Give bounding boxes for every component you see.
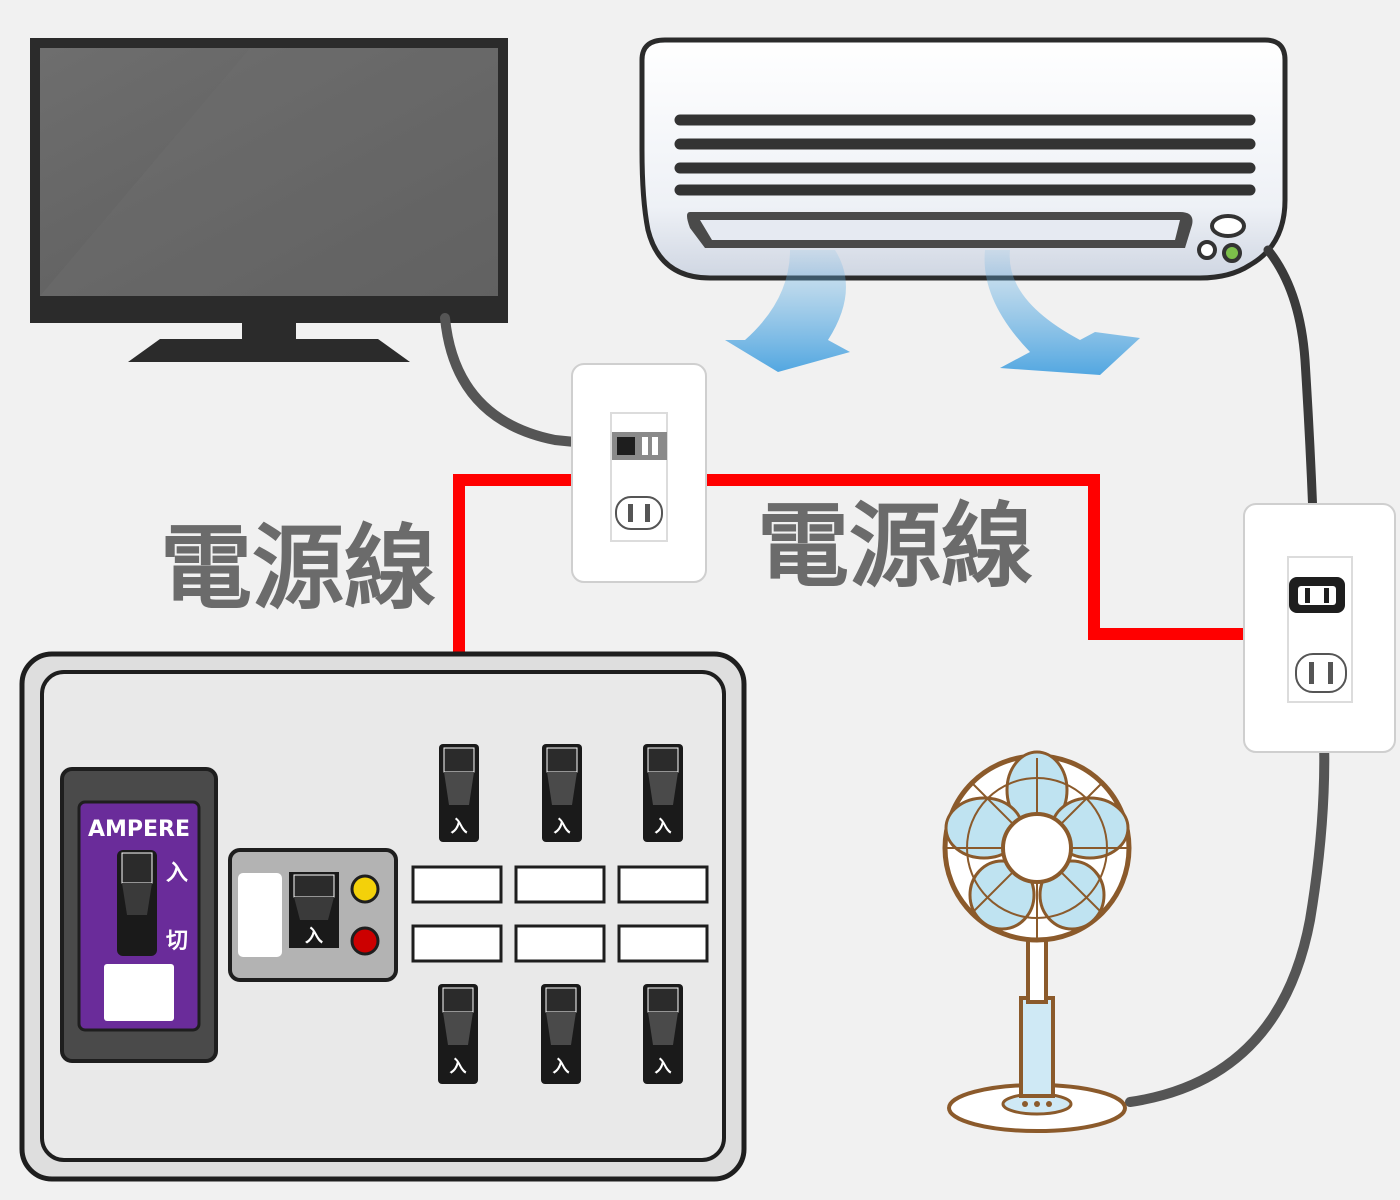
branch-breaker-5[interactable]: 入	[541, 984, 581, 1084]
tv-plug-pin	[652, 437, 658, 455]
tv-plug-pin	[642, 437, 648, 455]
branch-breaker-4[interactable]: 入	[438, 984, 478, 1084]
leakage-breaker-toggle[interactable]	[294, 897, 334, 920]
electric-fan	[942, 750, 1132, 1133]
ac-plug-pin	[1305, 588, 1310, 603]
main-breaker-off-label: 切	[166, 929, 188, 954]
outlet-slot	[1309, 662, 1314, 684]
air-conditioner	[639, 37, 1288, 375]
branch-breaker-toggle[interactable]	[648, 1012, 678, 1045]
branch-breaker-toggle[interactable]	[444, 772, 474, 805]
airflow-arrow-right	[984, 250, 1140, 375]
branch-breaker-toggle[interactable]	[443, 1012, 473, 1045]
branch-breaker-label: 入	[553, 1057, 570, 1077]
fan-button	[1022, 1101, 1028, 1107]
circuit-label-plate	[514, 865, 606, 904]
ac-status-led	[1222, 243, 1242, 263]
branch-breaker-label: 入	[450, 1057, 467, 1077]
branch-breaker-toggle-top	[443, 747, 475, 773]
branch-breaker-toggle[interactable]	[648, 772, 678, 805]
main-breaker-brand: AMPERE	[88, 817, 190, 842]
main-breaker-label-plate	[104, 964, 174, 1021]
leakage-breaker-toggle-top	[293, 874, 335, 898]
ac-sensor	[1210, 214, 1246, 238]
tv-screen	[40, 48, 498, 296]
main-breaker-on-label: 入	[166, 861, 188, 886]
circuit-label-plate	[411, 924, 503, 963]
branch-breaker-label: 入	[655, 1057, 672, 1077]
indicator-red	[350, 926, 380, 956]
leakage-breaker[interactable]: 入	[228, 848, 398, 982]
branch-breaker-toggle-top	[647, 987, 679, 1013]
branch-breaker-6[interactable]: 入	[643, 984, 683, 1084]
outlet-slot	[645, 504, 650, 522]
main-breaker-toggle-top	[121, 852, 153, 884]
circuit-label-plate	[617, 865, 709, 904]
leakage-breaker-on-label: 入	[305, 926, 323, 947]
circuit-label-plate	[411, 865, 503, 904]
branch-breaker-toggle[interactable]	[546, 1012, 576, 1045]
branch-breaker-label: 入	[451, 817, 468, 837]
ac-button	[1197, 240, 1217, 260]
fan-power-cord	[1125, 695, 1330, 1107]
test-button-yellow[interactable]	[350, 874, 380, 904]
main-breaker-toggle[interactable]	[122, 883, 152, 915]
branch-breaker-toggle[interactable]	[547, 772, 577, 805]
wall-outlet-center	[571, 363, 707, 583]
branch-breaker-toggle-top	[647, 747, 679, 773]
circuit-label-plates	[411, 865, 709, 963]
branch-breaker-label: 入	[655, 817, 672, 837]
branch-breaker-toggle-top	[546, 747, 578, 773]
branch-breaker-1[interactable]: 入	[439, 744, 479, 842]
television	[30, 38, 508, 362]
power-line-outlet-to-outlet	[707, 474, 1244, 640]
circuit-label-plate	[514, 924, 606, 963]
airflow-arrow-left	[725, 250, 850, 372]
fan-pole-lower	[1019, 996, 1055, 1098]
branch-breaker-toggle-top	[442, 987, 474, 1013]
fan-button	[1034, 1101, 1040, 1107]
ac-plug-pin	[1324, 588, 1329, 603]
fan-hub	[1001, 812, 1073, 884]
fan-button	[1046, 1101, 1052, 1107]
ac-plug-face	[1298, 586, 1336, 605]
outlet-slot	[628, 504, 633, 522]
outlet-slot	[1328, 662, 1333, 684]
tv-stand	[128, 339, 410, 362]
branch-breaker-toggle-top	[545, 987, 577, 1013]
power-line-label-right: 電源線	[757, 493, 1033, 600]
power-line-label-left: 電源線	[160, 515, 436, 622]
branch-breaker-3[interactable]: 入	[643, 744, 683, 842]
leakage-breaker-label-plate	[238, 873, 282, 957]
tv-neck	[242, 323, 296, 339]
distribution-board: AMPERE 入 切 入	[19, 651, 747, 1182]
wall-outlet-right	[1243, 503, 1396, 753]
tv-screen-reflection	[40, 48, 498, 296]
outlet-receptacle	[1295, 653, 1347, 693]
tv-plug-body	[617, 437, 635, 455]
branch-breaker-label: 入	[554, 817, 571, 837]
outlet-receptacle	[615, 496, 663, 530]
ac-vents	[674, 114, 1256, 196]
branch-breaker-2[interactable]: 入	[542, 744, 582, 842]
main-breaker[interactable]: AMPERE 入 切	[60, 767, 218, 1063]
tv-power-cord	[440, 313, 620, 451]
ac-louver	[700, 220, 1180, 240]
circuit-label-plate	[617, 924, 709, 963]
